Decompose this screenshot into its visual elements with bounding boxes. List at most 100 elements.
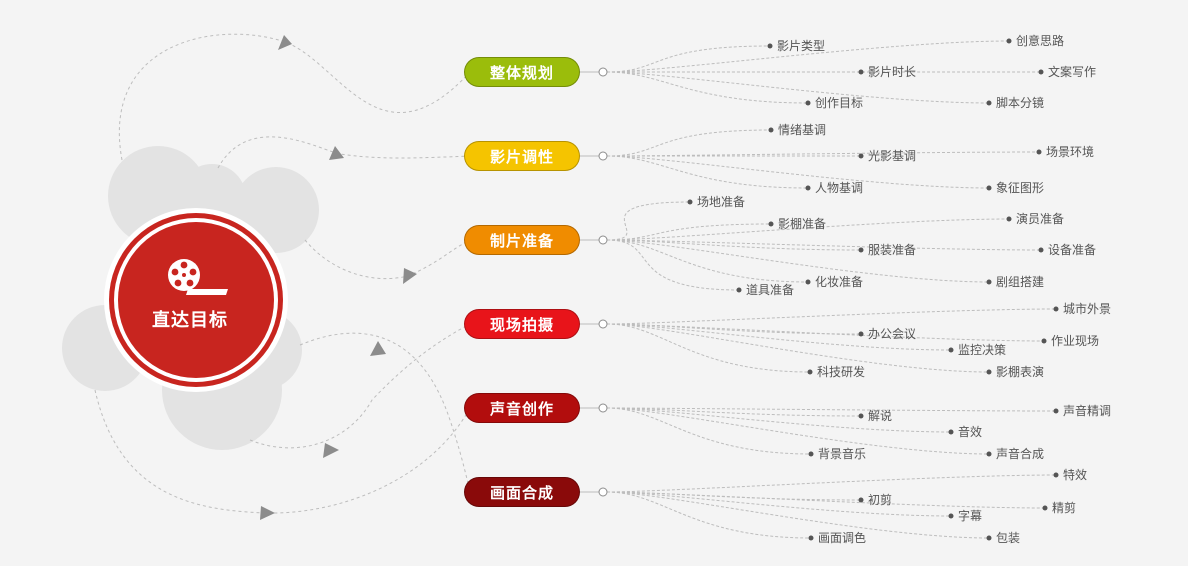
film-reel-icon [168,259,228,295]
leaf-label[interactable]: 画面调色 [818,531,866,545]
leaf-label[interactable]: 办公会议 [868,326,916,341]
leaf-connector [606,239,1042,251]
leaf-label[interactable]: 特效 [1063,467,1087,482]
leaf-connector [606,239,990,283]
leaf-connector [606,491,1046,509]
leaf-bullet [808,535,814,541]
leaf-connector [606,151,1040,157]
leaf-label[interactable]: 创意思路 [1016,33,1064,48]
leaf-label[interactable]: 初剪 [868,492,892,507]
leaf-label[interactable]: 创作目标 [815,96,863,110]
leaf-connector [606,239,809,283]
leaf-bullet [807,369,813,375]
connector-shengyin [299,332,471,493]
leaf-connector [606,239,740,291]
leaf-connector [606,40,1010,73]
leaf-label[interactable]: 城市外景 [1063,301,1111,316]
leaf-bullet [687,199,693,205]
leaf-label[interactable]: 剧组搭建 [996,275,1044,289]
branch-pill[interactable]: 现场拍摄 [464,309,580,339]
leaf-label[interactable]: 精剪 [1052,500,1076,515]
leaf-label[interactable]: 象征图形 [996,181,1044,195]
leaf-label[interactable]: 光影基调 [868,149,916,163]
arrow-markers [260,35,417,520]
leaf-label[interactable]: 字幕 [958,508,982,523]
leaf-bullet [736,287,742,293]
branch-pill[interactable]: 制片准备 [464,225,580,255]
leaf-connector [606,323,990,373]
leaf-label[interactable]: 场地准备 [697,195,745,209]
center-title[interactable]: 直达目标 [152,310,228,331]
leaf-label[interactable]: 影棚准备 [778,216,826,231]
leaf-label[interactable]: 声音合成 [996,446,1044,461]
leaf-bullet [1042,505,1048,511]
leaf-connector [606,407,990,455]
leaf-connector [606,239,862,251]
leaf-label[interactable]: 化妆准备 [815,275,863,289]
leaf-bullet [986,279,992,285]
branch-pill[interactable]: 影片调性 [464,141,580,171]
leaf-bullet [808,451,814,457]
leaf-label[interactable]: 脚本分镜 [996,95,1044,110]
leaf-bullet [767,43,773,49]
branch-pill[interactable]: 整体规划 [464,57,580,87]
connector-zhipian [304,239,471,280]
leaf-connector [606,45,771,73]
leaf-label[interactable]: 场景环境 [1046,144,1094,159]
leaf-bullet [858,497,864,503]
leaf-connector [606,491,812,539]
leaf-label[interactable]: 作业现场 [1051,334,1099,348]
leaf-label[interactable]: 包装 [996,531,1020,545]
branch-pill[interactable]: 画面合成 [464,477,580,507]
leaf-connector [606,201,691,241]
leaf-label[interactable]: 科技研发 [817,364,865,379]
leaf-bullet [1053,306,1059,312]
leaf-connector [606,308,1057,325]
leaf-bullet [986,451,992,457]
connector-yingpian [217,136,471,169]
leaf-connector [606,223,772,241]
leaf-connector [606,218,1010,241]
leaf-label[interactable]: 道具准备 [746,283,794,297]
leaf-label[interactable]: 影片类型 [777,39,825,53]
leaf-bullet [1038,247,1044,253]
leaf-connector [606,407,952,433]
leaf-label[interactable]: 解说 [868,408,892,423]
branch-pill[interactable]: 声音创作 [464,393,580,423]
leaf-bullet [948,347,954,353]
leaf-bullet [1041,338,1047,344]
leaf-label[interactable]: 声音精调 [1063,403,1111,418]
leaf-label[interactable]: 影棚表演 [996,364,1044,379]
leaf-bullet [805,100,811,106]
leaf-label[interactable]: 演员准备 [1016,211,1064,226]
central-node[interactable] [104,208,288,392]
leaf-connector [606,407,812,455]
connector-huamian [94,389,471,514]
leaf-bullet [858,153,864,159]
leaf-label[interactable]: 情绪基调 [778,123,826,137]
leaf-connector [606,407,1057,412]
leaf-label[interactable]: 文案写作 [1048,64,1096,79]
leaf-label[interactable]: 音效 [958,424,982,439]
connector-xianchang [249,323,471,449]
leaf-bullet [1053,472,1059,478]
leaf-label[interactable]: 影片时长 [868,65,916,79]
branch-node-dot [598,403,608,413]
leaf-label[interactable]: 监控决策 [958,343,1006,357]
leaf-bullet [1006,216,1012,222]
leaf-bullet [858,331,864,337]
leaf-bullet [1036,149,1042,155]
leaf-label[interactable]: 设备准备 [1048,243,1096,257]
leaf-bullet [858,413,864,419]
leaf-bullet [1006,38,1012,44]
arrow-icon [329,146,344,160]
leaf-bullet [858,69,864,75]
leaf-label[interactable]: 背景音乐 [818,446,866,461]
leaf-bullet [1053,408,1059,414]
leaf-label[interactable]: 人物基调 [815,181,863,195]
leaf-label[interactable]: 服装准备 [868,243,916,257]
leaf-connector [606,491,952,517]
branch-node-dot [598,235,608,245]
